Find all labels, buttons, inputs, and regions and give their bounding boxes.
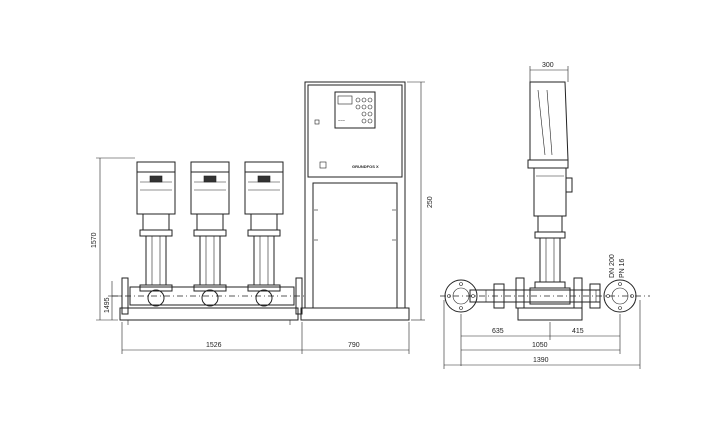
pump-base-frame [119, 307, 299, 321]
pn-label: PN 16 [619, 258, 626, 278]
svg-text:300: 300 [542, 62, 554, 69]
svg-text:1050: 1050 [532, 342, 548, 349]
pump-1 [136, 161, 176, 307]
dim-overall-width: 1390 [443, 300, 641, 369]
pump-stack-side [529, 231, 571, 305]
side-pipework [440, 277, 650, 313]
side-view: DN 200 PN 16 300 635 415 1050 [440, 62, 650, 369]
svg-text:635: 635 [492, 328, 504, 335]
side-base-frame [517, 307, 583, 321]
svg-text:790: 790 [348, 342, 360, 349]
cabinet-side [527, 81, 569, 169]
left-flange [444, 279, 478, 313]
dim-height-manifold: 1495 [104, 281, 122, 320]
svg-text:1526: 1526 [206, 342, 222, 349]
right-valve [589, 283, 601, 309]
dim-height-total: 1570 [91, 157, 135, 321]
pump-2 [190, 161, 230, 307]
dim-inner-width: 1050 [461, 342, 620, 351]
pump-3 [244, 161, 284, 307]
display-logo: ~~~ [338, 118, 346, 123]
motor-side [533, 167, 573, 233]
control-display [334, 91, 376, 129]
svg-text:1570: 1570 [91, 232, 98, 248]
control-cabinet: ~~~ GRUNDFOS X [300, 81, 410, 321]
right-flange [603, 279, 637, 313]
dn-label: DN 200 [609, 254, 616, 278]
front-view: ~~~ GRUNDFOS X 1570 1495 [91, 81, 434, 354]
dim-width-cabinet: 790 [302, 322, 410, 354]
brand-logo: GRUNDFOS X [352, 164, 379, 169]
dim-width-pumps: 1526 [121, 322, 303, 354]
dim-cabinet-height: 250 [407, 81, 434, 321]
left-valve [493, 283, 505, 309]
svg-text:1495: 1495 [104, 297, 111, 313]
manifold [112, 277, 305, 315]
svg-text:1390: 1390 [533, 357, 549, 364]
svg-text:250: 250 [427, 196, 434, 208]
dim-offsets: 635 415 [460, 314, 621, 366]
dim-top-width: 300 [529, 62, 569, 82]
svg-text:415: 415 [572, 328, 584, 335]
